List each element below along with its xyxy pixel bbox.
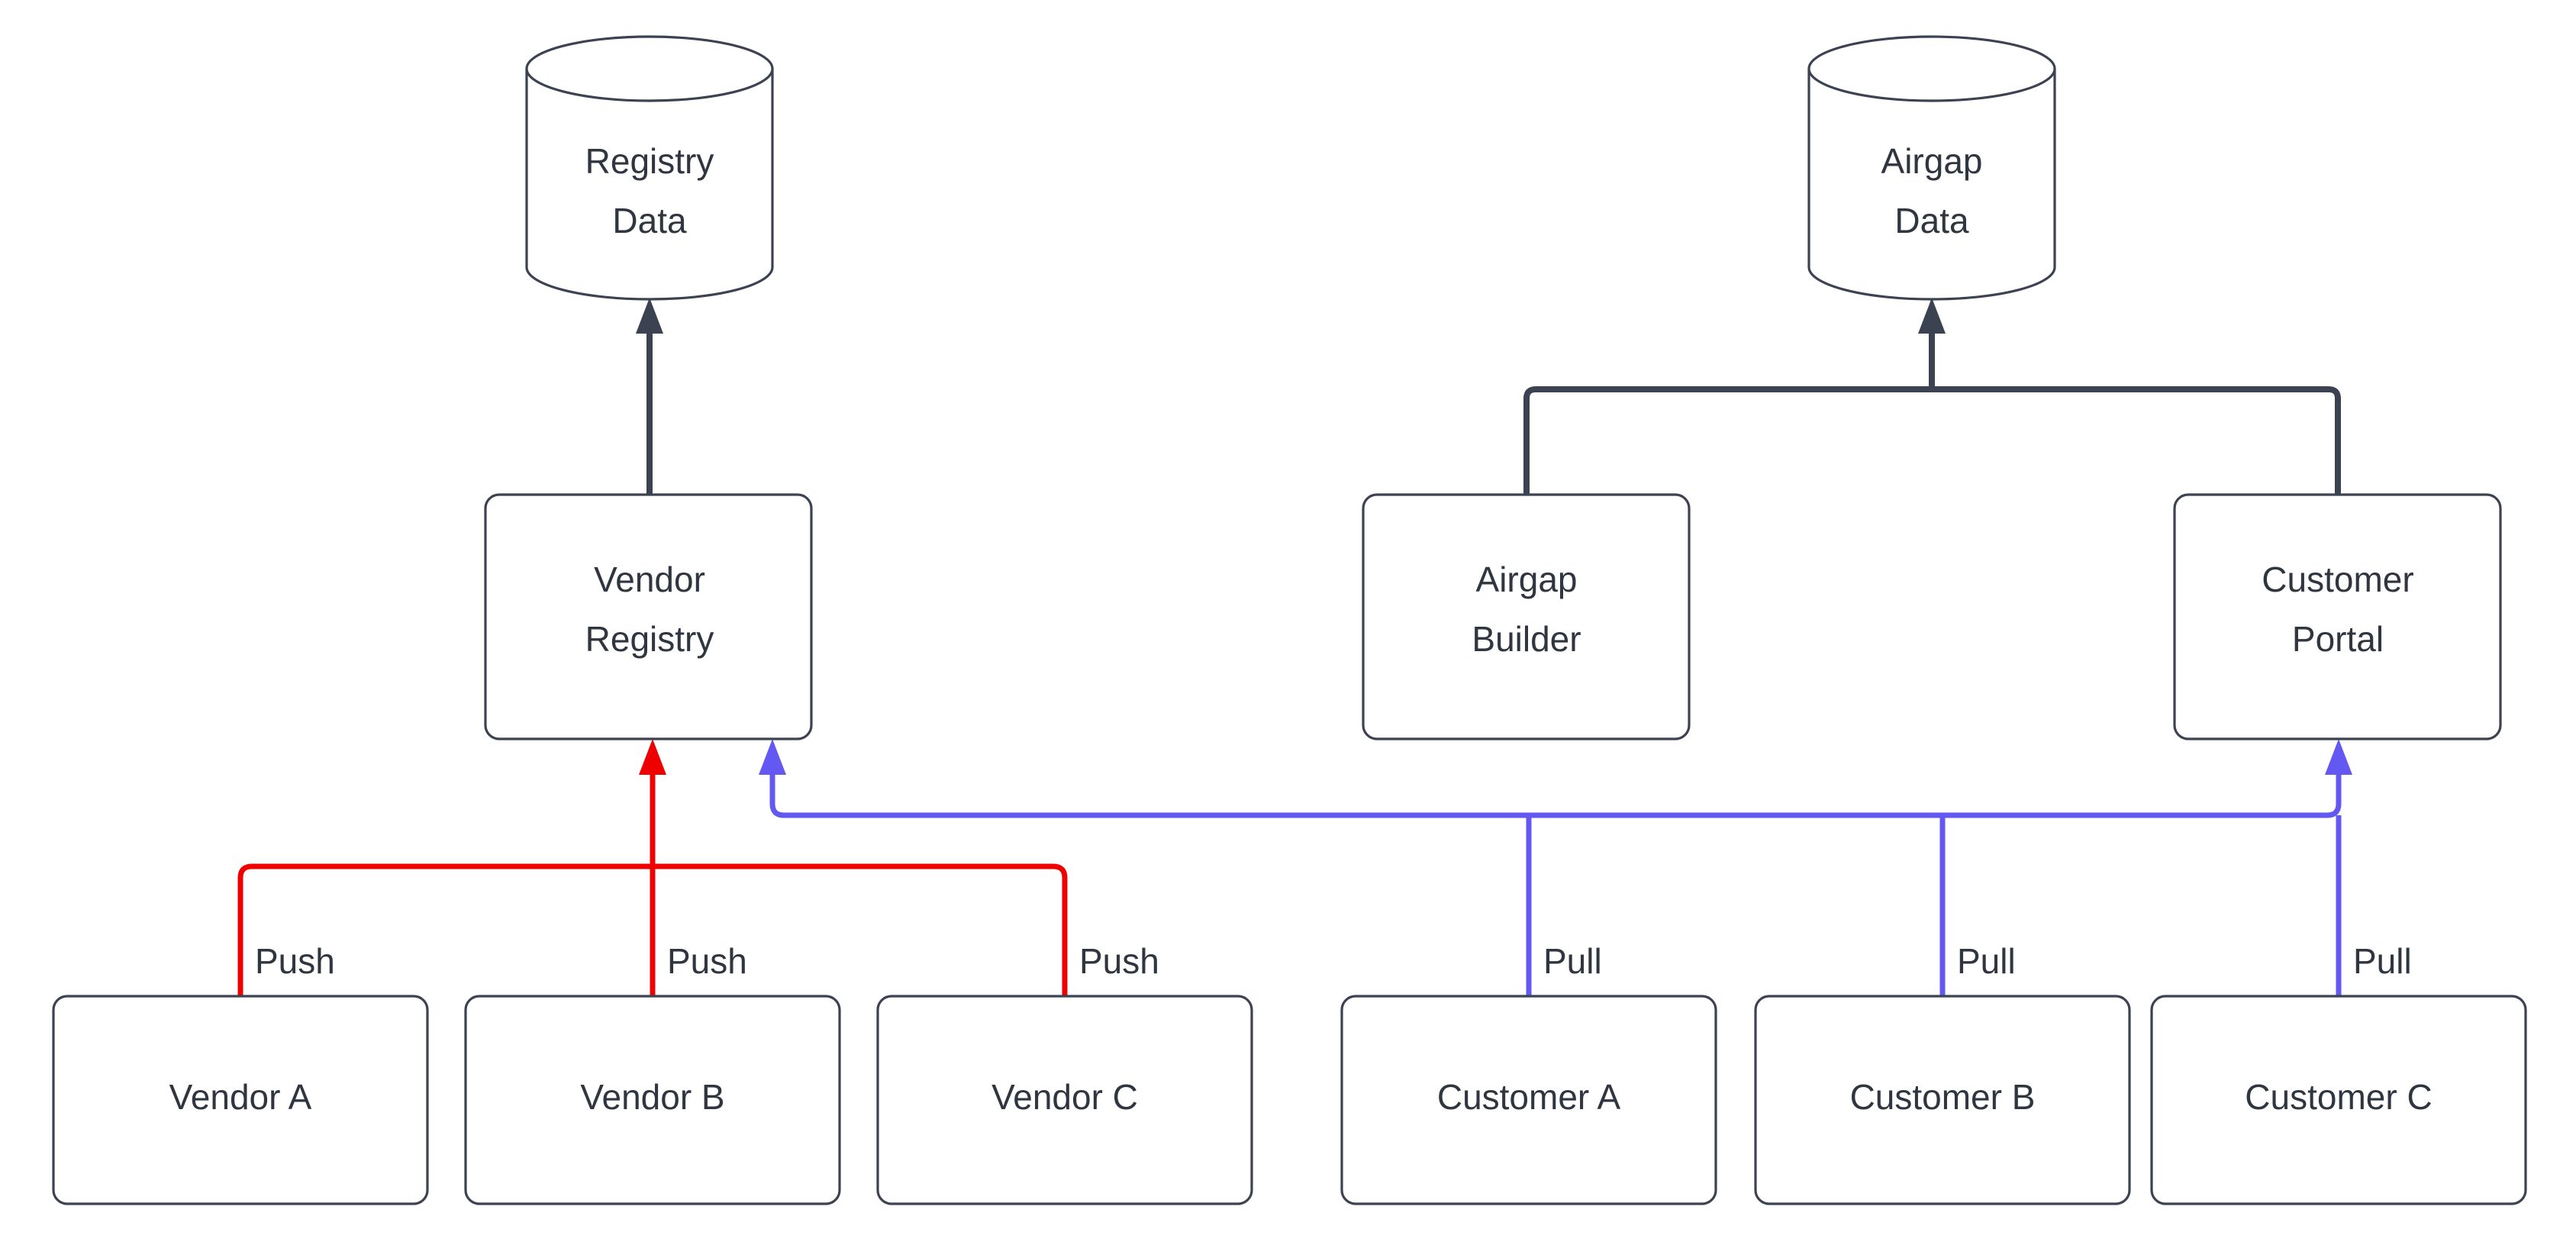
edge-label-push-c: Push bbox=[1079, 941, 1159, 981]
node-label: Vendor A bbox=[169, 1077, 312, 1117]
node-label-line1: Customer bbox=[2262, 560, 2413, 599]
edge-line bbox=[1923, 386, 2341, 495]
cylinder-body bbox=[525, 69, 774, 301]
node-label-line2: Portal bbox=[2292, 619, 2384, 659]
node-label-line2: Registry bbox=[585, 619, 714, 659]
edge-vendor-registry-to-registry-data bbox=[636, 298, 663, 495]
node-label-line1: Airgap bbox=[1476, 560, 1578, 599]
edge-label-pull-c: Pull bbox=[2353, 941, 2412, 981]
node-label-line1: Registry bbox=[585, 141, 714, 181]
node-label-line1: Airgap bbox=[1881, 141, 1983, 181]
node-box bbox=[2173, 493, 2502, 740]
node-vendor-c[interactable]: Vendor C bbox=[876, 995, 1253, 1205]
node-label-line2: Data bbox=[612, 201, 687, 240]
node-label-line2: Builder bbox=[1472, 619, 1581, 659]
node-registry-data[interactable]: Registry Data bbox=[525, 35, 774, 301]
cylinder-body bbox=[1807, 69, 2056, 301]
node-vendor-b[interactable]: Vendor B bbox=[464, 995, 841, 1205]
edge-group-push bbox=[237, 739, 1068, 996]
edge-label-push-b: Push bbox=[667, 941, 747, 981]
node-label: Vendor C bbox=[991, 1077, 1138, 1117]
node-airgap-data[interactable]: Airgap Data bbox=[1807, 35, 2056, 301]
arrowhead-icon bbox=[759, 739, 786, 775]
node-customer-c[interactable]: Customer C bbox=[2150, 995, 2527, 1205]
node-vendor-registry[interactable]: Vendor Registry bbox=[484, 493, 813, 740]
cylinder-top-icon bbox=[525, 35, 774, 102]
node-label: Customer C bbox=[2245, 1077, 2432, 1117]
edge-label-push-a: Push bbox=[255, 941, 335, 981]
node-box bbox=[1754, 995, 2131, 1205]
arrowhead-icon bbox=[639, 739, 666, 775]
cylinder-top-icon bbox=[1807, 35, 2056, 102]
node-box bbox=[464, 995, 841, 1205]
node-box bbox=[484, 493, 813, 740]
node-customer-b[interactable]: Customer B bbox=[1754, 995, 2131, 1205]
node-label: Customer B bbox=[1850, 1077, 2036, 1117]
node-box bbox=[1362, 493, 1691, 740]
node-customer-portal[interactable]: Customer Portal bbox=[2173, 493, 2502, 740]
arrowhead-icon bbox=[2325, 739, 2352, 775]
node-label-line1: Vendor bbox=[594, 560, 705, 599]
node-box bbox=[876, 995, 1253, 1205]
node-customer-a[interactable]: Customer A bbox=[1340, 995, 1717, 1205]
arrowhead-icon bbox=[1918, 298, 1946, 334]
node-box bbox=[52, 995, 429, 1205]
node-vendor-a[interactable]: Vendor A bbox=[52, 995, 429, 1205]
pull-trunk bbox=[769, 763, 2342, 818]
edge-customer-portal-to-airgap-data bbox=[1923, 386, 2341, 495]
edge-group-pull bbox=[759, 739, 2352, 996]
edge-label-pull-b: Pull bbox=[1957, 941, 2016, 981]
arrowhead-icon bbox=[636, 298, 663, 334]
node-label-line2: Data bbox=[1894, 201, 1969, 240]
node-airgap-builder[interactable]: Airgap Builder bbox=[1362, 493, 1691, 740]
edge-label-pull-a: Pull bbox=[1543, 941, 1602, 981]
node-box bbox=[1340, 995, 1717, 1205]
node-label: Vendor B bbox=[580, 1077, 724, 1117]
edge-line bbox=[1523, 386, 1923, 495]
edge-airgap-builder-to-airgap-data bbox=[1523, 386, 1923, 495]
edge-airgap-data-riser bbox=[1918, 298, 1946, 389]
node-box bbox=[2150, 995, 2527, 1205]
node-label: Customer A bbox=[1437, 1077, 1621, 1117]
